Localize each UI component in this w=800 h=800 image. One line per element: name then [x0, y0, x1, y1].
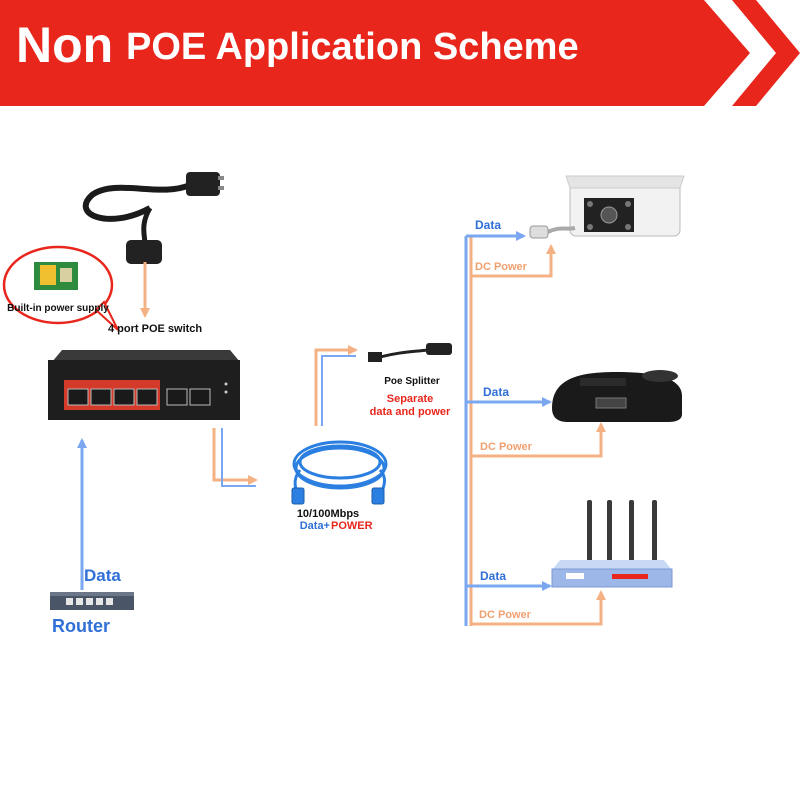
phone-power-label: DC Power: [480, 441, 533, 453]
router-data-label: Data: [84, 566, 121, 585]
camera-power-arrow: [471, 244, 556, 278]
splitter-desc-1: Separate: [387, 393, 433, 405]
wireless-router-device: [551, 500, 673, 588]
poe-switch: [48, 350, 240, 420]
ap-data-label: Data: [480, 569, 506, 583]
switch-label: 4 port POE switch: [108, 323, 202, 335]
camera-power-label: DC Power: [475, 261, 528, 273]
ap-power-label: DC Power: [479, 609, 532, 621]
phone-data-label: Data: [483, 385, 509, 399]
banner-shape: [0, 0, 768, 106]
splitter-desc-2: data and power: [370, 406, 451, 418]
title-banner: [0, 0, 800, 106]
switch-out-power-arrow: [212, 428, 258, 485]
ip-camera-device: [529, 175, 685, 239]
camera-data-label: Data: [475, 218, 501, 232]
network-cable-icon: [292, 440, 388, 498]
ip-phone-device: [552, 370, 682, 422]
power-cord-icon: [82, 172, 224, 264]
title-part1: Non: [16, 17, 114, 73]
cable-data-label: Data+: [300, 520, 330, 532]
cable-power-label: POWER: [331, 520, 373, 532]
power-supply-bubble: [2, 245, 119, 331]
phone-power-arrow: [471, 422, 606, 458]
cable-speed-label: 10/100Mbps: [297, 508, 359, 520]
title-part2: POE Application Scheme: [126, 26, 579, 68]
router-label: Router: [52, 616, 110, 636]
chevron-icon: [732, 0, 800, 106]
poe-splitter-icon: [368, 343, 452, 362]
router-device: [50, 592, 134, 610]
power-supply-label: Built-in power supply: [7, 303, 109, 314]
to-splitter-arrow: [314, 345, 358, 426]
chevron-icon: [704, 0, 776, 106]
splitter-label: Poe Splitter: [384, 376, 440, 387]
ap-power-arrow: [471, 590, 606, 626]
